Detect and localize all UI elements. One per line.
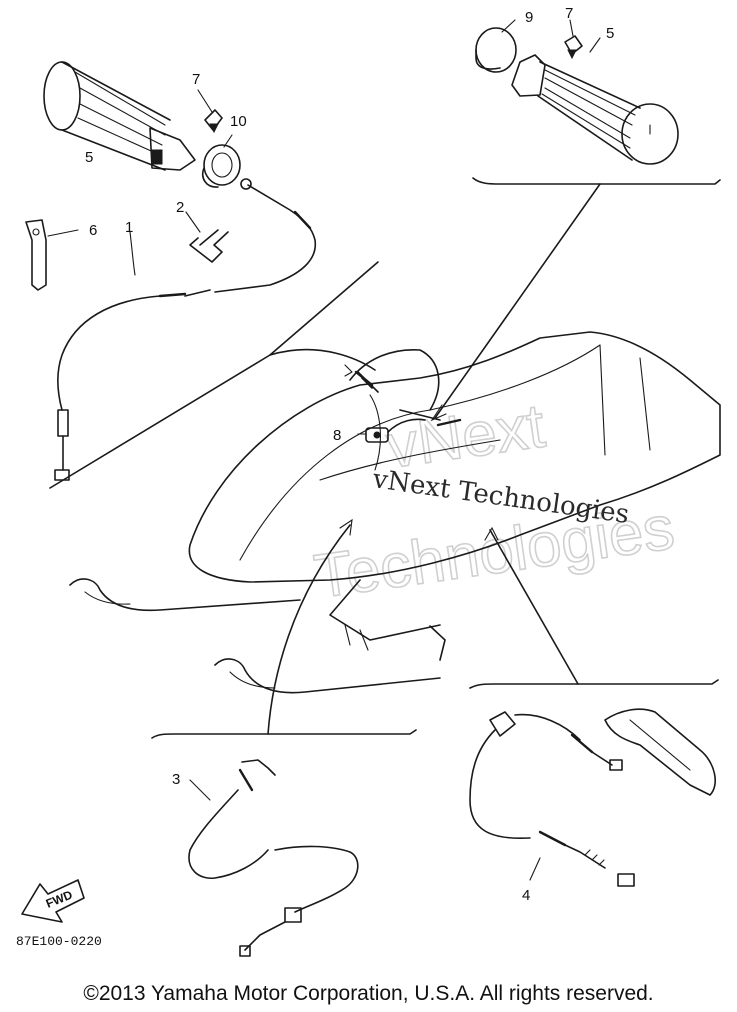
callout-8: 8 [333, 427, 341, 444]
callout-5-right: 5 [606, 25, 614, 42]
part-9-ring [475, 19, 517, 73]
callout-4: 4 [522, 887, 530, 904]
part-10-ring [202, 134, 241, 188]
callout-labels: 1 2 3 4 5 5 6 7 7 8 9 10 [85, 5, 614, 904]
callout-5-left: 5 [85, 149, 93, 166]
callout-1: 1 [125, 219, 133, 236]
part-4-brake-cable [469, 708, 716, 887]
lower-left-group [151, 518, 417, 957]
part-3-choke-cable [188, 759, 359, 957]
callout-6: 6 [89, 222, 97, 239]
fwd-label: FWD [44, 887, 75, 910]
part-6-key [25, 219, 79, 291]
grip-left [43, 61, 196, 171]
copyright-notice: ©2013 Yamaha Motor Corporation, U.S.A. A… [83, 982, 654, 1005]
callout-10: 10 [230, 113, 247, 130]
part-2-clip [185, 211, 229, 263]
callout-7-right: 7 [565, 5, 573, 22]
callout-3: 3 [172, 771, 180, 788]
drawing-code: 87E100-0220 [16, 934, 102, 949]
callout-9: 9 [525, 9, 533, 26]
grip-right [511, 37, 679, 165]
part-7-screw-right [564, 19, 583, 60]
lower-right-group [469, 526, 719, 887]
callout-7-left: 7 [192, 71, 200, 88]
fwd-arrow: FWD [21, 879, 85, 923]
upper-left-group [25, 61, 379, 489]
snowmobile-body [69, 331, 721, 694]
part-8-clamp [357, 418, 426, 443]
part-7-screw-left [197, 89, 223, 134]
part-1-throttle-cable [54, 178, 317, 481]
callout-2: 2 [176, 199, 184, 216]
upper-right-group [430, 19, 721, 422]
